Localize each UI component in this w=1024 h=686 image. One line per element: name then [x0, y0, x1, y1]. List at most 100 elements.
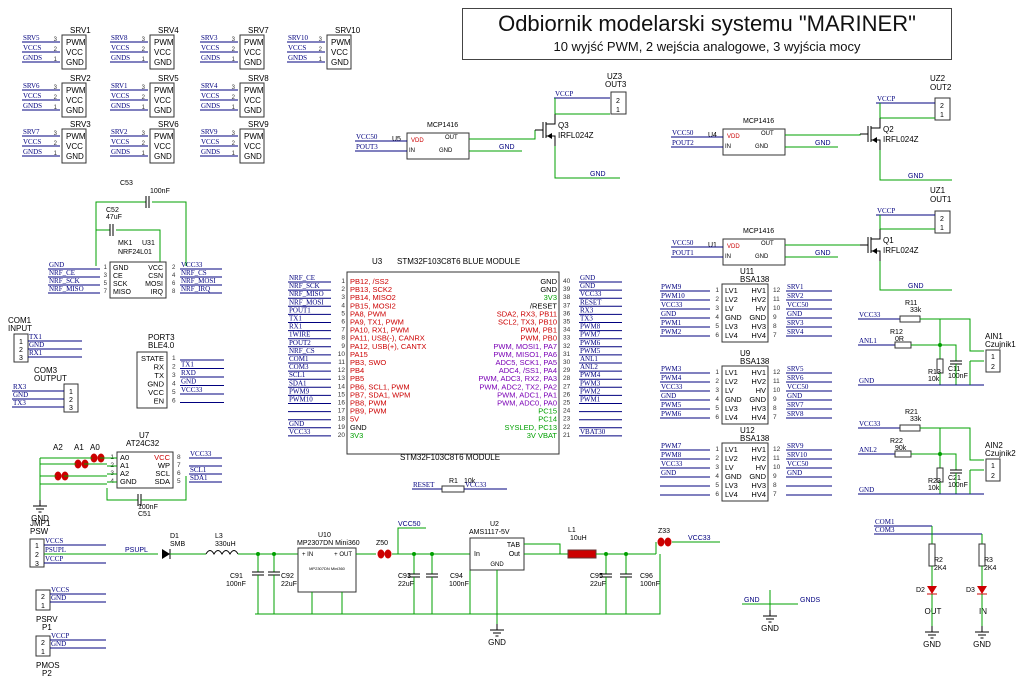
servo-net: GNDS: [288, 54, 307, 62]
servo-ref: SRV4: [158, 26, 179, 35]
res-value: 10k: [928, 485, 940, 492]
psrv-net: VCCS: [51, 586, 69, 594]
shifter-net-right: VCC50: [787, 460, 809, 468]
servo-pin-label: GND: [154, 58, 172, 67]
mcu-net-right: VBAT30: [580, 428, 606, 436]
res-ref: R11: [905, 300, 917, 307]
pin-number: 1: [232, 57, 236, 63]
pin-number: 5: [104, 281, 108, 287]
res-ref: R23: [928, 478, 941, 485]
mcu-net-right: GND: [580, 282, 595, 290]
pin-number: 3: [35, 561, 39, 568]
servo-pin-label: PWM: [244, 86, 264, 95]
servo-pin-label: PWM: [66, 86, 86, 95]
mcu-pin-left: PB8, PWM: [350, 399, 387, 408]
ble-pin: GND: [147, 380, 164, 389]
servo-net: VCCS: [111, 92, 129, 100]
net-vccp: VCCP: [877, 95, 895, 103]
net-anl: ANL2: [859, 446, 877, 454]
mcu-net-left: POUT2: [289, 339, 311, 347]
nrf-pin: IRQ: [151, 289, 164, 296]
servo-pin-label: GND: [66, 58, 84, 67]
nrf-part: NRF24L01: [118, 249, 152, 256]
pin-number: 3: [54, 85, 58, 91]
pin-number: 32: [563, 343, 571, 350]
com3-ref: COM3: [34, 366, 58, 375]
servo-connector: [149, 34, 175, 70]
mcu-part-top: STM32F103C8T6 BLUE MODULE: [397, 257, 520, 266]
mcu-net-left: NRF_CE: [289, 274, 315, 282]
mcu-pin-right: PWM, PB1: [520, 326, 557, 335]
mcu-net-right: TX3: [580, 315, 593, 323]
pin-number: 1: [172, 355, 176, 362]
servo-pin-label: VCC: [154, 142, 171, 151]
mcu-pin-right: PWM, PB0: [520, 334, 557, 343]
shifter-net-left: GND: [661, 310, 676, 318]
pin-number: 2: [616, 98, 620, 105]
r1-ref: R1: [449, 478, 458, 485]
com1-ref: COM1: [8, 316, 32, 325]
com1-net: TX1: [29, 333, 42, 341]
shifter-net-left: VCC33: [661, 301, 683, 309]
pin-number: 24: [563, 408, 571, 415]
solder-jumper-z50: [377, 549, 385, 559]
solder-jumper: [54, 471, 62, 481]
mcu-net-left: NRF_CS: [289, 347, 315, 355]
c52-ref: C52: [106, 207, 119, 214]
pin-number: 2: [41, 594, 45, 601]
pin-number: 4: [341, 302, 345, 309]
servo-net: VCCS: [288, 44, 306, 52]
resistor: [899, 315, 921, 323]
pin-number: 1: [940, 112, 944, 119]
mcu-net-right: PWM4: [580, 371, 601, 379]
pin-number: 11: [773, 455, 780, 462]
pmos-net: VCCP: [51, 632, 69, 640]
gnd-label: GND: [590, 171, 606, 178]
mcu-pin-right: SDA2, RX3, PB11: [497, 309, 557, 318]
mcu-pin-right: GND: [540, 285, 557, 294]
pin-number: 1: [142, 151, 146, 157]
pin-number: 12: [773, 287, 781, 294]
net-pout: POUT3: [356, 143, 378, 151]
inductor-l3: [205, 550, 239, 556]
res-ref: R21: [905, 409, 918, 416]
servo-pin-label: PWM: [154, 132, 174, 141]
shifter-pin: LV: [725, 304, 734, 313]
servo-net: SRV5: [23, 34, 40, 42]
driver-pin-in: IN: [725, 144, 731, 150]
servo-connector: [239, 128, 265, 164]
pin-number: 1: [104, 265, 108, 271]
mcu-net-right: PWM1: [580, 396, 601, 404]
pin-number: 9: [773, 473, 777, 480]
shifter-ref: U11: [740, 267, 755, 276]
wire: [920, 318, 984, 352]
com3-net: RX3: [13, 383, 27, 391]
servo-net: VCCS: [23, 92, 41, 100]
nrf-net: NRF_IRQ: [181, 285, 210, 293]
pin-number: 3: [232, 85, 236, 91]
resistor: [899, 424, 921, 432]
mcu-pin-left: PB12, /SS2: [350, 277, 389, 286]
mosfet-part: IRFL024Z: [558, 131, 594, 140]
driver-pin-vdd: VDD: [411, 138, 424, 144]
r1-value: 10k: [464, 478, 476, 485]
eeprom-pin: A0: [120, 453, 129, 462]
mcu-pin-right: PWM, ADC2, TX2, PA2: [479, 382, 557, 391]
net-vcc50: VCC50: [672, 129, 694, 137]
psrv-p: P1: [42, 623, 52, 632]
pin-number: 4: [715, 396, 719, 403]
pin-number: 3: [319, 37, 323, 43]
nrf-net: NRF_MISO: [49, 285, 84, 293]
servo-net: GNDS: [23, 54, 42, 62]
shifter-net-left: PWM10: [661, 292, 685, 300]
shifter-pin: GND: [725, 472, 742, 481]
servo-pin-label: VCC: [66, 48, 83, 57]
pin-number: 1: [69, 389, 73, 396]
pin-number: 7: [773, 414, 777, 421]
jumper-a0: A0: [90, 443, 100, 452]
pin-number: 2: [991, 364, 995, 371]
ble-pin: TX: [154, 371, 164, 380]
net-vcc33: VCC33: [859, 420, 881, 428]
mcu-pin-left: PA8, PWM: [350, 309, 386, 318]
